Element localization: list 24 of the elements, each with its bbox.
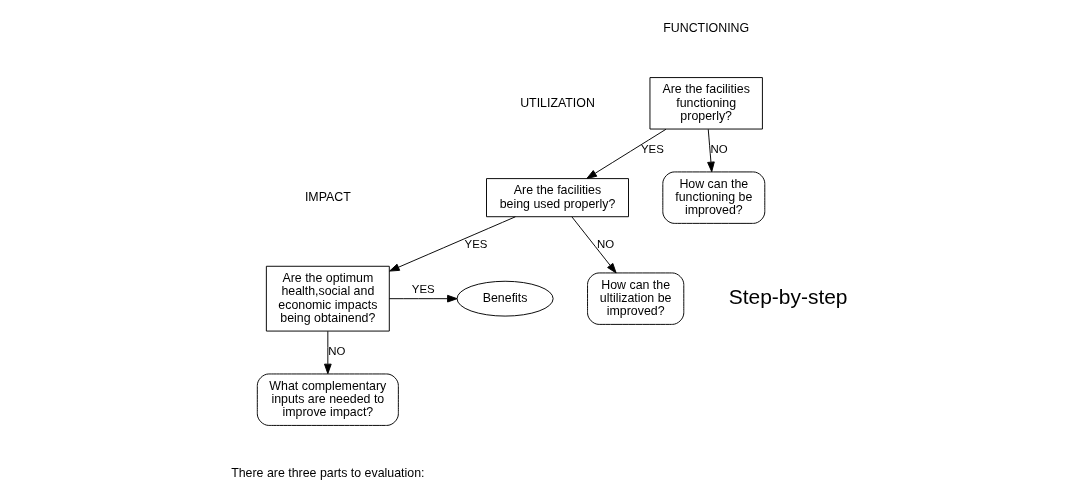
- node-box: What complementary inputs are needed to improve impact?: [256, 373, 399, 426]
- arrow: [389, 216, 516, 272]
- arrow: [388, 294, 458, 303]
- edge-label: NO: [710, 143, 728, 156]
- label: IMPACT: [304, 189, 351, 204]
- label: UTILIZATION: [520, 95, 595, 110]
- edge-label: NO: [328, 345, 346, 358]
- edge-label: YES: [464, 237, 488, 250]
- node-box: Are the facilities being used properly?: [486, 178, 629, 218]
- arrow: [324, 330, 332, 375]
- node-box: Are the optimum health,social and economic impacts being obtainend?: [265, 265, 390, 332]
- label: Step-by-step: [728, 285, 848, 309]
- arrow: [571, 216, 617, 274]
- label: There are three parts to evaluation:: [231, 466, 425, 481]
- edge-label: YES: [640, 143, 664, 156]
- node-box: Are the facilities functioning properly?: [649, 77, 763, 130]
- node-box: How can the ultilization be improved?: [587, 272, 685, 325]
- node-box: How can the functioning be improved?: [662, 171, 766, 224]
- arrow: [586, 128, 667, 179]
- edge-label: NO: [597, 237, 615, 250]
- node-ellipse: Benefits: [456, 280, 554, 317]
- label: FUNCTIONING: [663, 21, 750, 36]
- edge-label: YES: [411, 282, 435, 295]
- arrow: [707, 128, 715, 173]
